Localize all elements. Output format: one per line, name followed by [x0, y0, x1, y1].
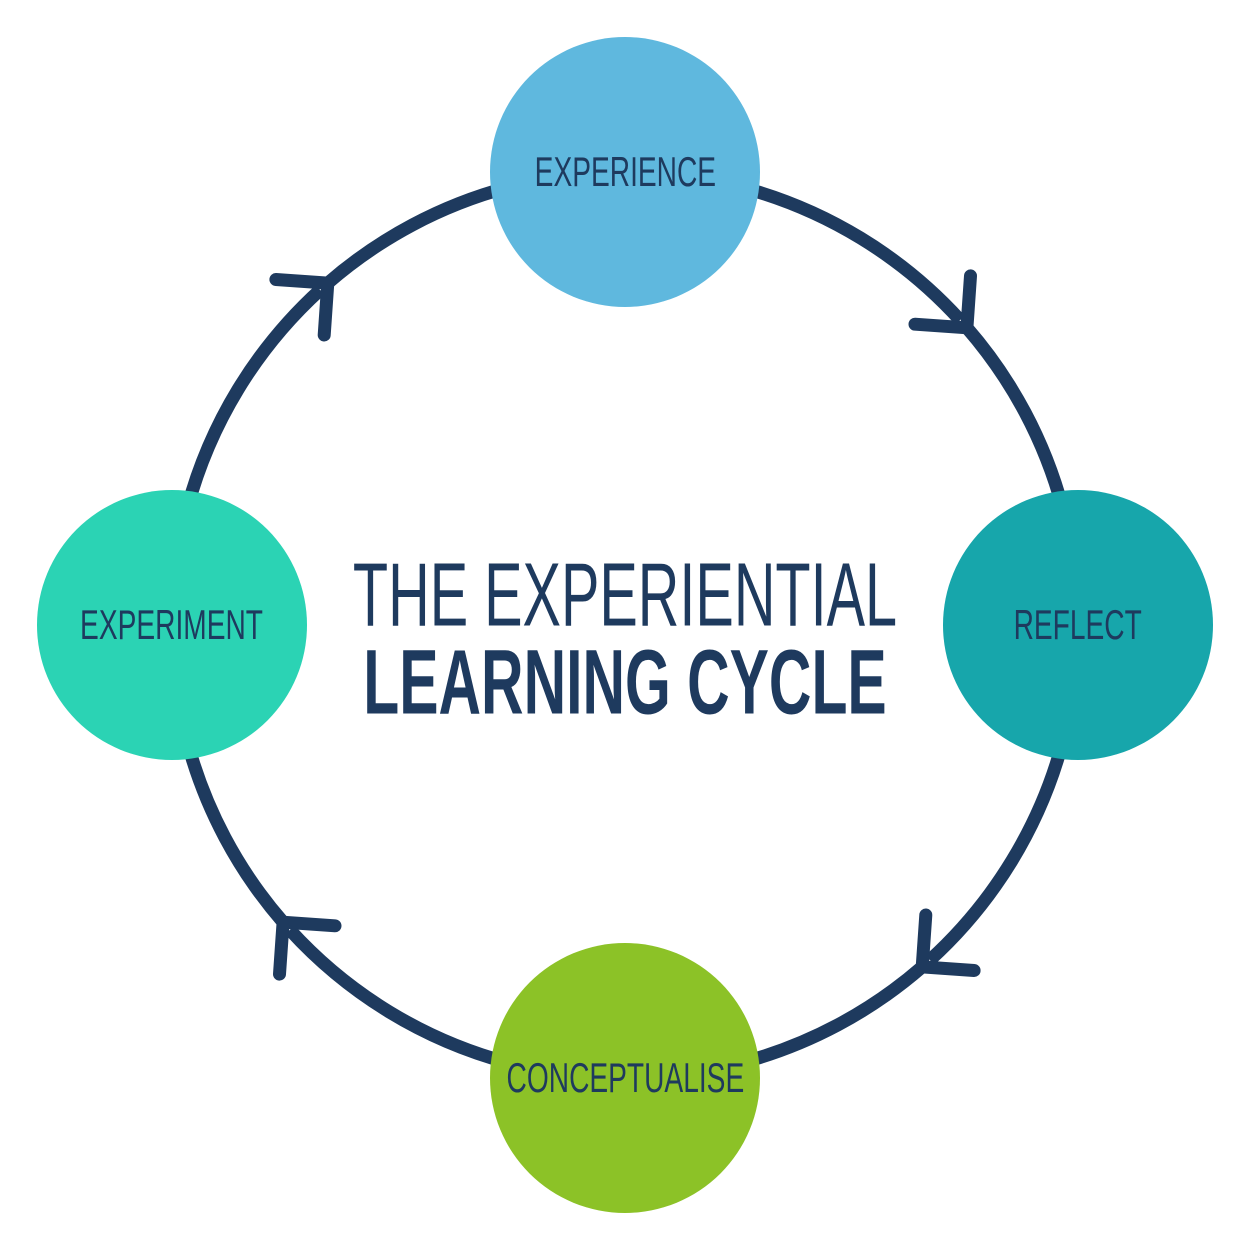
arrowhead-arm	[915, 960, 981, 977]
node-reflect: REFLECT	[943, 490, 1213, 760]
node-conceptualise-label: CONCEPTUALISE	[506, 1054, 744, 1101]
arrowhead-arm	[273, 915, 290, 981]
ring-arc-segment	[740, 181, 965, 325]
node-experience-label: EXPERIENCE	[534, 148, 716, 195]
diagram-title-line-2: LEARNING CYCLE	[363, 631, 887, 734]
arrowhead-arm	[915, 908, 933, 974]
arrowhead-arm	[269, 273, 335, 290]
ring-arc-segment	[961, 323, 1069, 510]
diagram-title-line-1: THE EXPERIENTIAL	[352, 545, 898, 646]
diagram-title: THE EXPERIENTIAL LEARNING CYCLE	[200, 545, 1050, 734]
ring-arc-segment	[740, 961, 927, 1069]
ring-arc-segment	[181, 285, 325, 510]
ring-arc-segment	[323, 181, 510, 289]
arrowhead-arm	[317, 276, 335, 342]
node-experience: EXPERIENCE	[490, 37, 760, 307]
node-experiment: EXPERIMENT	[37, 490, 307, 760]
arrowhead-arm	[908, 317, 974, 335]
node-reflect-label: REFLECT	[1013, 601, 1143, 648]
arrowhead-arm	[960, 269, 977, 335]
node-conceptualise: CONCEPTUALISE	[490, 943, 760, 1213]
ring-arc-segment	[285, 925, 510, 1069]
ring-arc-segment	[925, 740, 1069, 965]
node-experiment-label: EXPERIMENT	[80, 601, 264, 648]
ring-arc-segment	[181, 740, 289, 927]
arrowhead-arm	[276, 915, 342, 933]
